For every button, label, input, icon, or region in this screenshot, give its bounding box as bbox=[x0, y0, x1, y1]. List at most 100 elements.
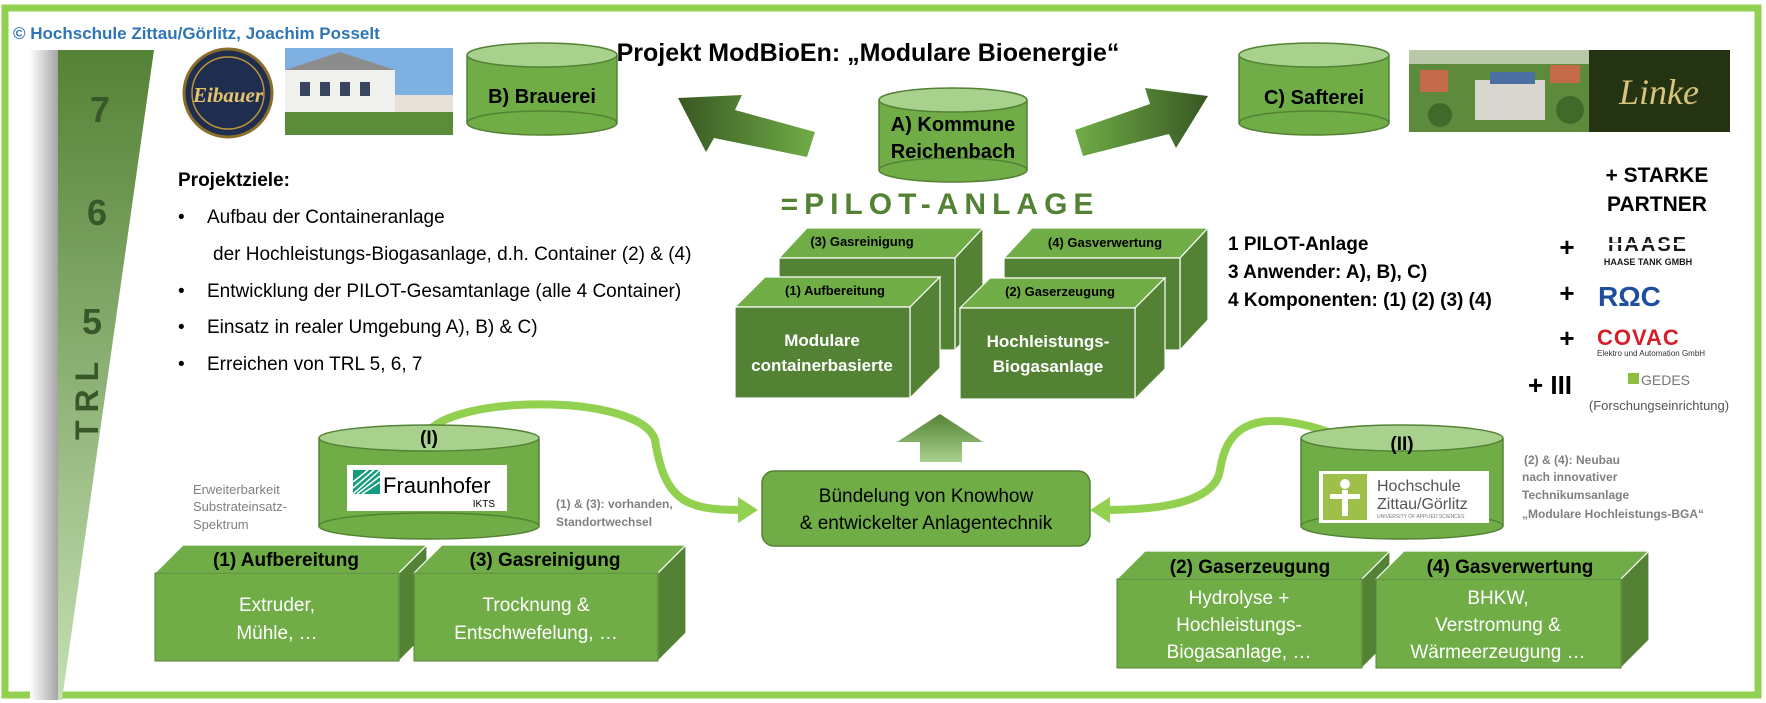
goal-item-1b: der Hochleistungs-Biogasanlage, d.h. Con… bbox=[213, 244, 691, 265]
trl-wedge bbox=[58, 50, 154, 700]
svg-text:Modulare: Modulare bbox=[784, 331, 860, 350]
svg-text:Hydrolyse +: Hydrolyse + bbox=[1189, 588, 1290, 609]
trl-level-5: 5 bbox=[82, 301, 102, 342]
svg-text:BHKW,: BHKW, bbox=[1467, 588, 1528, 609]
hochschule-note-4: „Modulare Hochleistungs-BGA“ bbox=[1522, 507, 1704, 521]
svg-text:Hochleistungs-: Hochleistungs- bbox=[1176, 615, 1302, 636]
fraunhofer-note-2: Substrateinsatz- bbox=[193, 499, 287, 514]
svg-text:Fraunhofer: Fraunhofer bbox=[383, 473, 491, 498]
svg-text:Zittau/Görlitz: Zittau/Görlitz bbox=[1377, 496, 1468, 513]
safterei-photo bbox=[1409, 50, 1589, 132]
plus-haase: + bbox=[1559, 232, 1574, 262]
up-arrow bbox=[897, 414, 983, 462]
covac-logo: COVAC Elektro und Automation GmbH bbox=[1597, 325, 1705, 358]
trl-shadow bbox=[30, 50, 60, 700]
svg-text:Extruder,: Extruder, bbox=[239, 595, 315, 616]
flow-arrowhead-left bbox=[738, 497, 758, 523]
transfer-note-1: (1) & (3): vorhanden, bbox=[556, 497, 673, 511]
svg-text:HAASE TANK GMBH: HAASE TANK GMBH bbox=[1604, 257, 1692, 267]
frame-border bbox=[1, 4, 1762, 699]
plus-iii: + III bbox=[1528, 370, 1572, 400]
eibauer-logo: Eibauer bbox=[182, 47, 274, 139]
kommune-cylinder: A) Kommune Reichenbach bbox=[878, 87, 1028, 183]
strong-partners-heading-2: PARTNER bbox=[1607, 193, 1707, 216]
svg-text:(4) Gasverwertung: (4) Gasverwertung bbox=[1048, 235, 1162, 250]
svg-text:Trocknung &: Trocknung & bbox=[482, 595, 589, 616]
flow-curve-right bbox=[1104, 417, 1352, 514]
goal-bullet-2: • bbox=[178, 281, 185, 302]
plus-roc: + bbox=[1559, 278, 1574, 308]
svg-text:C) Safterei: C) Safterei bbox=[1264, 87, 1364, 109]
svg-text:Verstromung &: Verstromung & bbox=[1435, 615, 1561, 636]
svg-text:(4) Gasverwertung: (4) Gasverwertung bbox=[1427, 557, 1594, 578]
roc-logo: RΩC bbox=[1598, 281, 1661, 312]
svg-text:UNIVERSITY OF APPLIED SCIENCES: UNIVERSITY OF APPLIED SCIENCES bbox=[1377, 514, 1465, 520]
box-aufbereitung: (1) Aufbereitung Extruder, Mühle, … bbox=[153, 543, 429, 663]
arrow-to-brauerei bbox=[678, 95, 815, 157]
pilot-info-1: 1 PILOT-Anlage bbox=[1228, 234, 1368, 255]
goal-item-3: Einsatz in realer Umgebung A), B) & C) bbox=[207, 317, 538, 338]
fraunhofer-note-1: Erweiterbarkeit bbox=[193, 482, 280, 497]
svg-text:containerbasierte: containerbasierte bbox=[751, 356, 893, 375]
hochschule-note-1: (2) & (4): Neubau bbox=[1524, 453, 1620, 467]
svg-text:B) Brauerei: B) Brauerei bbox=[488, 86, 596, 108]
hochschule-note-3: Technikumsanlage bbox=[1522, 488, 1629, 502]
goal-item-1: Aufbau der Containeranlage bbox=[207, 207, 445, 228]
trl-level-7: 7 bbox=[90, 89, 110, 130]
pilot-module-aufbereitung: (1) Aufbereitung Modulare containerbasie… bbox=[733, 275, 942, 400]
box-gasverwertung: (4) Gasverwertung BHKW, Verstromung & Wä… bbox=[1374, 549, 1651, 670]
svg-text:GEDES: GEDES bbox=[1641, 372, 1690, 388]
pilot-anlage-title: =PILOT-ANLAGE bbox=[781, 188, 1100, 221]
fraunhofer-cylinder: (I) Fraunhofer IKTS bbox=[318, 424, 540, 540]
svg-text:Bündelung von Knowhow: Bündelung von Knowhow bbox=[819, 486, 1034, 507]
svg-text:A) Kommune: A) Kommune bbox=[891, 114, 1015, 136]
safterei-cylinder: C) Safterei bbox=[1238, 42, 1390, 136]
flow-arrowhead-right bbox=[1090, 497, 1110, 523]
pilot-info-2: 3 Anwender: A), B), C) bbox=[1228, 262, 1427, 283]
svg-text:Mühle, …: Mühle, … bbox=[236, 623, 317, 644]
hochschule-note-2: nach innovativer bbox=[1522, 470, 1618, 484]
fraunhofer-note-3: Spektrum bbox=[193, 517, 249, 532]
svg-text:(1) Aufbereitung: (1) Aufbereitung bbox=[213, 550, 359, 571]
knowhow-box: Bündelung von Knowhow & entwickelter Anl… bbox=[761, 470, 1091, 547]
hochschule-cylinder: (II) Hochschule Zittau/Görlitz UNIVERSIT… bbox=[1300, 424, 1504, 540]
goal-item-2: Entwicklung der PILOT-Gesamtanlage (alle… bbox=[207, 281, 681, 302]
goals-heading: Projektziele: bbox=[178, 170, 290, 191]
svg-text:Linke: Linke bbox=[1618, 72, 1699, 112]
plus-covac: + bbox=[1559, 323, 1574, 353]
svg-text:COVAC: COVAC bbox=[1597, 325, 1680, 350]
gedes-caption: (Forschungseinrichtung) bbox=[1589, 398, 1729, 413]
svg-text:RΩC: RΩC bbox=[1598, 281, 1661, 312]
trl-label: TRL bbox=[69, 354, 105, 440]
goal-bullet-1: • bbox=[178, 207, 185, 228]
linke-logo: Linke bbox=[1589, 50, 1730, 132]
svg-text:(1) Aufbereitung: (1) Aufbereitung bbox=[785, 283, 885, 298]
arrow-to-safterei bbox=[1075, 88, 1208, 156]
haase-logo: HAASE HAASE TANK GMBH bbox=[1598, 234, 1698, 267]
svg-text:(II): (II) bbox=[1390, 434, 1413, 455]
svg-text:(2) Gaserzeugung: (2) Gaserzeugung bbox=[1170, 557, 1330, 578]
goal-bullet-3: • bbox=[178, 317, 185, 338]
svg-text:Biogasanlage: Biogasanlage bbox=[993, 357, 1104, 376]
svg-text:Reichenbach: Reichenbach bbox=[891, 141, 1015, 163]
pilot-module-gaserzeugung: (2) Gaserzeugung Hochleistungs- Biogasan… bbox=[958, 276, 1167, 401]
goal-item-4: Erreichen von TRL 5, 6, 7 bbox=[207, 354, 422, 375]
flow-curve-left bbox=[421, 400, 745, 514]
svg-text:Elektro und Automation GmbH: Elektro und Automation GmbH bbox=[1597, 349, 1705, 358]
box-gasreinigung: (3) Gasreinigung Trocknung & Entschwefel… bbox=[412, 543, 688, 663]
svg-text:& entwickelter Anlagentechnik: & entwickelter Anlagentechnik bbox=[800, 513, 1053, 534]
transfer-note-2: Standortwechsel bbox=[556, 515, 652, 529]
svg-text:Hochschule: Hochschule bbox=[1377, 478, 1461, 495]
page-title: Projekt ModBioEn: „Modulare Bioenergie“ bbox=[617, 39, 1120, 67]
goal-bullet-4: • bbox=[178, 354, 185, 375]
svg-text:(I): (I) bbox=[420, 428, 438, 449]
pilot-info-3: 4 Komponenten: (1) (2) (3) (4) bbox=[1228, 290, 1492, 311]
svg-text:Eibauer: Eibauer bbox=[192, 83, 264, 107]
strong-partners-heading-1: + STARKE bbox=[1606, 164, 1709, 187]
svg-text:Wärmeerzeugung …: Wärmeerzeugung … bbox=[1410, 642, 1585, 663]
svg-text:Hochleistungs-: Hochleistungs- bbox=[987, 332, 1110, 351]
box-gaserzeugung: (2) Gaserzeugung Hydrolyse + Hochleistun… bbox=[1115, 549, 1392, 670]
brauerei-cylinder: B) Brauerei bbox=[466, 42, 618, 136]
svg-text:(3) Gasreinigung: (3) Gasreinigung bbox=[810, 234, 913, 249]
